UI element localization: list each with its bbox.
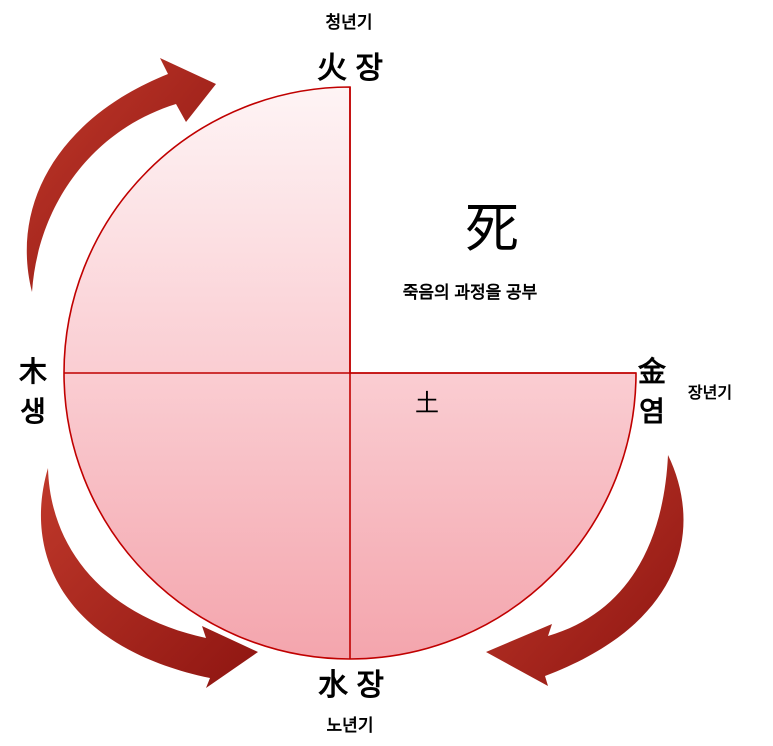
stage-label-youth: 청년기 (325, 13, 373, 32)
element-label-water: 水 장 (318, 669, 384, 702)
curved-arrow-right-to-bottom-icon (486, 455, 684, 686)
element-label-wood: 木 생 (18, 356, 48, 427)
curved-arrow-left-to-bottom-icon (40, 468, 259, 688)
diagram-subtitle: 죽음의 과정을 공부 (402, 283, 538, 302)
element-label-metal: 金 염 (637, 356, 667, 427)
stage-label-old-age: 노년기 (326, 716, 374, 735)
element-label-fire: 火 장 (317, 52, 383, 85)
stage-label-middle-age: 장년기 (687, 385, 733, 402)
diagram-title: 死 (465, 199, 519, 259)
curved-arrow-left-to-top-icon (26, 58, 216, 292)
element-label-earth: 土 (415, 390, 439, 417)
